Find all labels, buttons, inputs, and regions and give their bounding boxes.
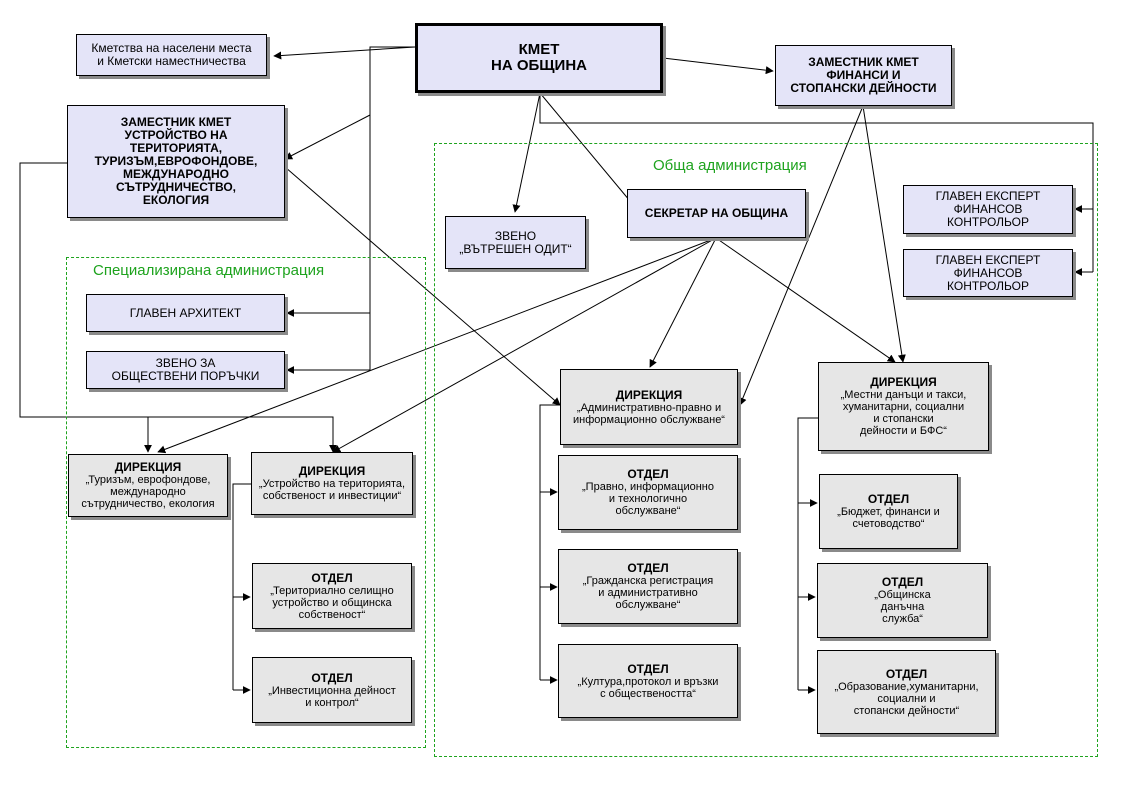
department-label: ОТДЕЛ bbox=[881, 575, 924, 589]
department-label: ОТДЕЛ bbox=[867, 492, 910, 506]
directorate-tourism-eurofunds[interactable]: ДИРЕКЦИЯ „Туризъм, еврофондове, междунар… bbox=[68, 454, 228, 517]
department-municipal-tax-service[interactable]: ОТДЕЛ „Общинска данъчна служба“ bbox=[817, 563, 988, 638]
connector-dir-territory-trunk bbox=[232, 483, 251, 690]
financial-controller-2-box[interactable]: ГЛАВЕН ЕКСПЕРТ ФИНАНСОВ КОНТРОЛЬОР bbox=[903, 249, 1073, 297]
department-civil-registration[interactable]: ОТДЕЛ „Гражданска регистрация и админист… bbox=[558, 549, 738, 624]
connector-deputy-territory-trunk bbox=[19, 162, 337, 453]
directorate-label: ДИРЕКЦИЯ bbox=[615, 387, 683, 402]
department-budget-finance[interactable]: ОТДЕЛ „Бюджет, финанси и счетоводство“ bbox=[819, 474, 958, 549]
connector-secretary-dir-taxes bbox=[715, 237, 896, 363]
deputy-mayor-territory-box[interactable]: ЗАМЕСТНИК КМЕТ УСТРОЙСТВО НА ТЕРИТОРИЯТА… bbox=[67, 105, 285, 218]
department-territorial-planning[interactable]: ОТДЕЛ „Териториално селищно устройство и… bbox=[252, 563, 412, 629]
department-name: „Бюджет, финанси и счетоводство“ bbox=[837, 506, 940, 530]
department-label: ОТДЕЛ bbox=[311, 670, 353, 685]
connector-mayor-deputy-finance bbox=[662, 57, 774, 75]
directorate-name: „Местни данъци и такси, хуманитарни, соц… bbox=[840, 389, 967, 437]
department-label: ОТДЕЛ bbox=[311, 570, 353, 585]
chief-architect-box[interactable]: ГЛАВЕН АРХИТЕКТ bbox=[86, 294, 285, 332]
department-name: „Териториално селищно устройство и общин… bbox=[270, 584, 394, 621]
department-label: ОТДЕЛ bbox=[627, 467, 669, 481]
directorate-name: „Туризъм, еврофондове, международно сътр… bbox=[81, 474, 215, 510]
department-label: ОТДЕЛ bbox=[627, 661, 669, 676]
department-name: „Инвестиционна дейност и контрол“ bbox=[268, 684, 396, 709]
department-label: ОТДЕЛ bbox=[885, 666, 928, 681]
connector-mayor-controllers bbox=[539, 93, 1094, 272]
deputy-mayor-finance-box[interactable]: ЗАМЕСТНИК КМЕТ ФИНАНСИ И СТОПАНСКИ ДЕЙНО… bbox=[775, 45, 952, 106]
mayoralties-box[interactable]: Кметства на населени места и Кметски нам… bbox=[76, 34, 267, 76]
connector-deputy-territory-dir-admin bbox=[284, 166, 561, 406]
connector-mayor-deputy-territory bbox=[284, 114, 371, 160]
department-name: „Култура,протокол и връзки с общественос… bbox=[577, 675, 719, 700]
connector-deputy-finance-dir-admin bbox=[739, 105, 864, 406]
department-name: „Правно, информационно и технологично об… bbox=[582, 481, 714, 517]
department-name: „Гражданска регистрация и административн… bbox=[582, 575, 714, 611]
directorate-name: „Устройство на територията, собственост … bbox=[258, 478, 406, 502]
financial-controller-1-box[interactable]: ГЛАВЕН ЕКСПЕРТ ФИНАНСОВ КОНТРОЛЬОР bbox=[903, 185, 1073, 234]
general-administration-title: Обща администрация bbox=[653, 157, 807, 174]
internal-audit-box[interactable]: ЗВЕНО „ВЪТРЕШЕН ОДИТ“ bbox=[445, 216, 586, 269]
mayor-box[interactable]: КМЕТ НА ОБЩИНА bbox=[415, 23, 663, 93]
department-name: „Образование,хуманитарни, социални и сто… bbox=[834, 680, 979, 717]
connector-secretary-dir-admin bbox=[649, 237, 717, 368]
directorate-label: ДИРЕКЦИЯ bbox=[298, 464, 366, 478]
directorate-label: ДИРЕКЦИЯ bbox=[870, 375, 937, 389]
directorate-administrative-legal[interactable]: ДИРЕКЦИЯ „Административно-правно и инфор… bbox=[560, 369, 738, 445]
connector-deputy-finance-dir-taxes bbox=[862, 105, 906, 363]
specialized-administration-region bbox=[66, 257, 426, 748]
connector-dir-taxes-trunk bbox=[797, 417, 818, 690]
department-investment-control[interactable]: ОТДЕЛ „Инвестиционна дейност и контрол“ bbox=[252, 657, 412, 723]
secretary-box[interactable]: СЕКРЕТАР НА ОБЩИНА bbox=[627, 189, 806, 238]
public-procurement-box[interactable]: ЗВЕНО ЗА ОБЩЕСТВЕНИ ПОРЪЧКИ bbox=[86, 351, 285, 389]
directorate-territory-property[interactable]: ДИРЕКЦИЯ „Устройство на територията, соб… bbox=[251, 452, 413, 515]
directorate-local-taxes[interactable]: ДИРЕКЦИЯ „Местни данъци и такси, хуманит… bbox=[818, 362, 989, 451]
connector-mayor-mayoralties bbox=[273, 46, 416, 60]
general-administration-region bbox=[434, 143, 1098, 757]
connector-dir-admin-trunk bbox=[539, 404, 560, 680]
connector-mayor-audit bbox=[512, 92, 541, 213]
directorate-label: ДИРЕКЦИЯ bbox=[114, 460, 182, 474]
connector-secretary-dir-tourism bbox=[157, 237, 717, 454]
department-culture-protocol[interactable]: ОТДЕЛ „Култура,протокол и връзки с общес… bbox=[558, 644, 738, 718]
connector-secretary-dir-territory bbox=[332, 237, 717, 453]
specialized-administration-title: Специализирана администрация bbox=[93, 262, 325, 279]
department-label: ОТДЕЛ bbox=[627, 561, 669, 575]
connector-mayor-secretary bbox=[539, 92, 636, 208]
department-name: „Общинска данъчна служба“ bbox=[874, 589, 931, 625]
directorate-name: „Административно-правно и информационно … bbox=[573, 401, 725, 426]
department-education-social[interactable]: ОТДЕЛ „Образование,хуманитарни, социални… bbox=[817, 650, 996, 734]
department-legal-it[interactable]: ОТДЕЛ „Правно, информационно и технологи… bbox=[558, 455, 738, 530]
connector-mayor-trunk bbox=[369, 46, 415, 370]
